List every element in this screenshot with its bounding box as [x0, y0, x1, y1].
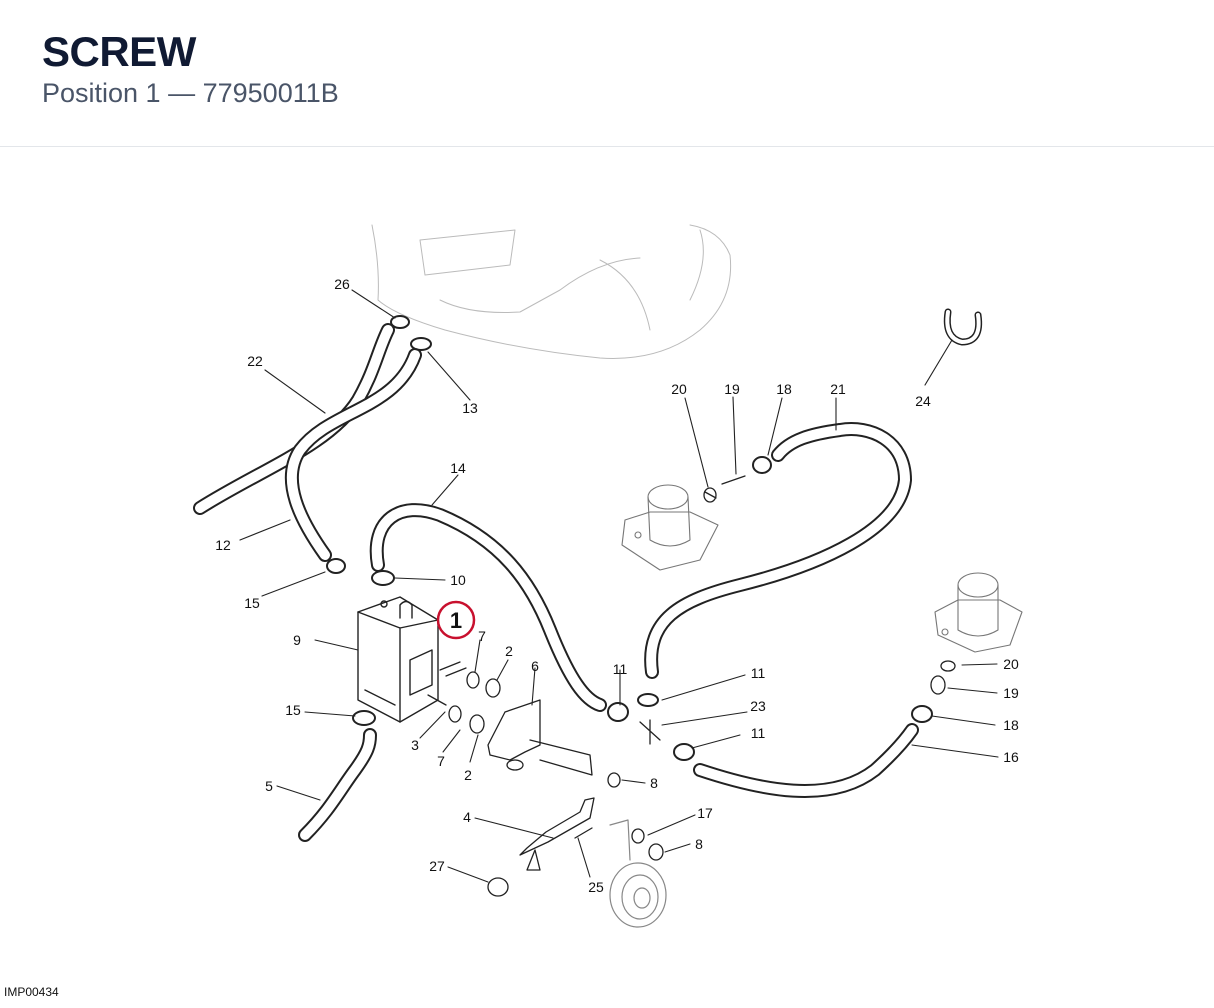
callout-9: 9: [293, 632, 301, 648]
canister-9: [357, 596, 439, 723]
callout-19a: 19: [724, 381, 740, 397]
callout-18a: 18: [776, 381, 792, 397]
callout-27: 27: [429, 858, 445, 874]
page-title: SCREW: [42, 28, 196, 75]
callout-labels: 26 22 13 12 14 15 10 9 7 2 6 3 15 7 2 5 …: [215, 276, 1019, 895]
callout-12: 12: [215, 537, 231, 553]
callout-6: 6: [531, 658, 539, 674]
separator: —: [168, 78, 196, 108]
bracket-4: [519, 797, 595, 871]
callout-18b: 18: [1003, 717, 1019, 733]
callout-15a: 15: [244, 595, 260, 611]
hose-21: [644, 422, 912, 679]
callout-25: 25: [588, 879, 604, 895]
callout-7b: 7: [437, 753, 445, 769]
callout-4: 4: [463, 809, 471, 825]
callout-26: 26: [334, 276, 350, 292]
image-code: IMP00434: [4, 985, 59, 999]
callout-8a: 8: [650, 775, 658, 791]
intake-manifold-right: [934, 572, 1023, 653]
callout-2a: 2: [505, 643, 513, 659]
tank-outline: [371, 224, 732, 359]
intake-manifold-left: [621, 484, 719, 571]
callout-8b: 8: [695, 836, 703, 852]
bracket-6: [487, 699, 593, 776]
callout-3: 3: [411, 737, 419, 753]
exploded-parts-diagram: 26 22 13 12 14 15 10 9 7 2 6 3 15 7 2 5 …: [0, 150, 1214, 1003]
position-label: Position 1: [42, 78, 161, 108]
page-header: SCREW Position 1 — 77950011B: [0, 0, 1214, 147]
small-fittings: [427, 475, 956, 897]
callout-11b: 11: [751, 665, 766, 681]
leader-lines: [239, 289, 999, 883]
highlight-number: 1: [450, 608, 462, 633]
callout-23: 23: [750, 698, 766, 714]
callout-15b: 15: [285, 702, 301, 718]
callout-24: 24: [915, 393, 931, 409]
callout-14: 14: [450, 460, 466, 476]
callout-2b: 2: [464, 767, 472, 783]
callout-5: 5: [265, 778, 273, 794]
hose-clamps: [326, 315, 933, 761]
callout-20b: 20: [1003, 656, 1019, 672]
callout-16: 16: [1003, 749, 1019, 765]
callout-10: 10: [450, 572, 466, 588]
callout-11a: 11: [613, 661, 628, 677]
callout-21: 21: [830, 381, 846, 397]
callout-13: 13: [462, 400, 478, 416]
part-number: 77950011B: [202, 78, 339, 108]
page-subtitle: Position 1 — 77950011B: [42, 78, 339, 109]
callout-20a: 20: [671, 381, 687, 397]
callout-19b: 19: [1003, 685, 1019, 701]
callout-17: 17: [697, 805, 713, 821]
callout-11c: 11: [751, 725, 766, 741]
callout-7a: 7: [478, 628, 486, 644]
horn: [609, 819, 667, 928]
callout-22: 22: [247, 353, 263, 369]
highlight-callout-1[interactable]: 1: [436, 600, 476, 640]
